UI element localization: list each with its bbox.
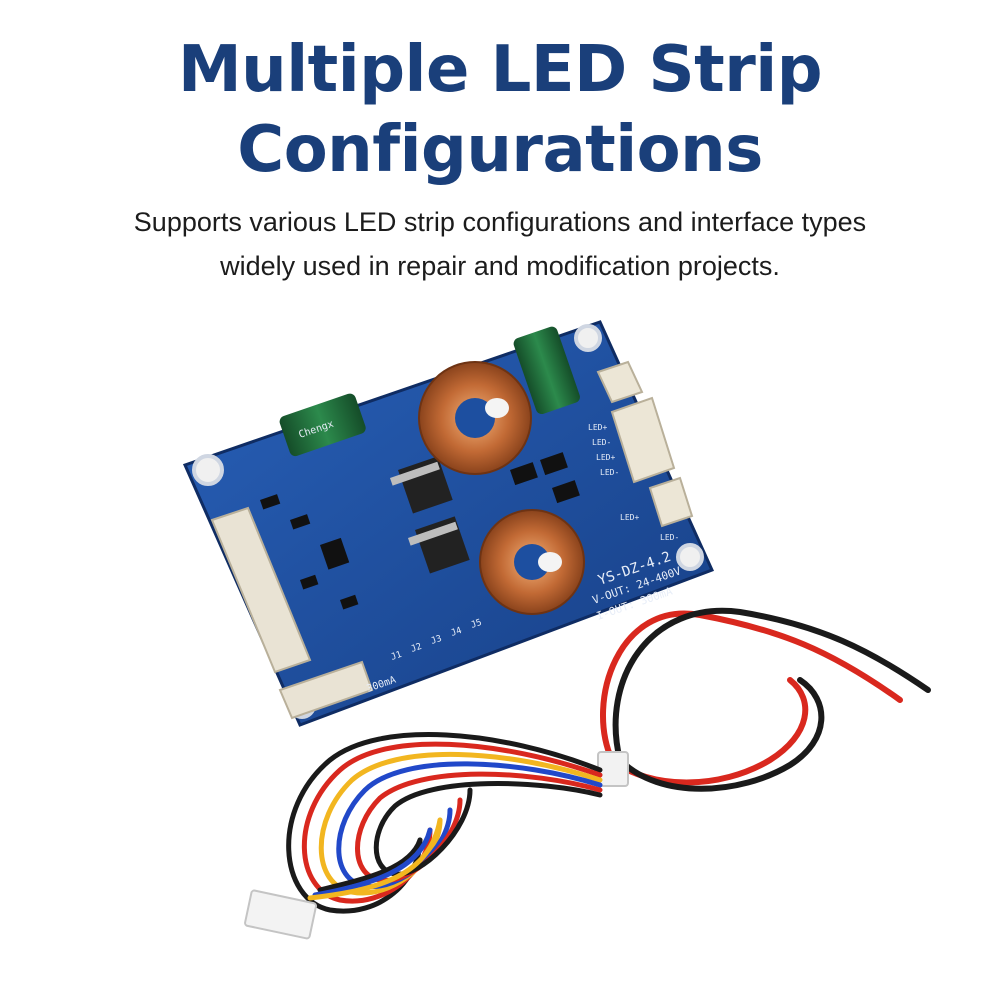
left-connector xyxy=(210,506,312,674)
led-label: LED+ xyxy=(596,453,615,462)
pad-label: J1 xyxy=(390,650,404,663)
pad-label: J5 xyxy=(470,618,484,631)
six-wire-harness xyxy=(286,732,603,914)
led-label: LED+ xyxy=(620,513,639,522)
right-connector-bottom xyxy=(648,476,694,528)
right-connector-top xyxy=(596,360,644,404)
subtext: Supports various LED strip configuration… xyxy=(0,200,1000,288)
pad-label: J3 xyxy=(430,634,444,647)
pad-label: J2 xyxy=(410,642,424,655)
inductor-upper xyxy=(418,361,532,475)
inductor-lower xyxy=(479,509,585,615)
led-label: LED- xyxy=(600,468,619,477)
headline-line-2: Configurations xyxy=(237,113,763,187)
mosfet-upper xyxy=(390,456,453,514)
pcb-board: Chengx YS-DZ-4.2 V-OUT: 24-400V I-OUT: 3… xyxy=(182,320,715,727)
product-photo: Chengx YS-DZ-4.2 V-OUT: 24-400V I-OUT: 3… xyxy=(182,320,931,940)
smd-components xyxy=(260,452,580,610)
led-label: LED+ xyxy=(588,423,607,432)
led-label: LED- xyxy=(592,438,611,447)
right-connector-middle xyxy=(610,396,676,484)
capacitor-right xyxy=(513,326,580,415)
bottom-connector xyxy=(278,660,374,720)
capacitor-left: Chengx xyxy=(279,393,366,457)
pad-label: J4 xyxy=(450,626,464,639)
mounting-hole xyxy=(574,324,602,352)
two-wire-connector xyxy=(597,751,629,787)
headline: Multiple LED Strip Configurations xyxy=(0,30,1000,190)
harness-connector xyxy=(244,889,317,940)
mosfet-lower xyxy=(408,516,470,574)
mounting-hole xyxy=(676,543,704,571)
mounting-hole xyxy=(192,454,224,486)
subtext-line-2: widely used in repair and modification p… xyxy=(220,251,780,281)
subtext-line-1: Supports various LED strip configuration… xyxy=(133,207,867,237)
two-wire-cable xyxy=(600,607,931,792)
led-label: LED- xyxy=(660,533,679,542)
headline-line-1: Multiple LED Strip xyxy=(177,33,823,107)
